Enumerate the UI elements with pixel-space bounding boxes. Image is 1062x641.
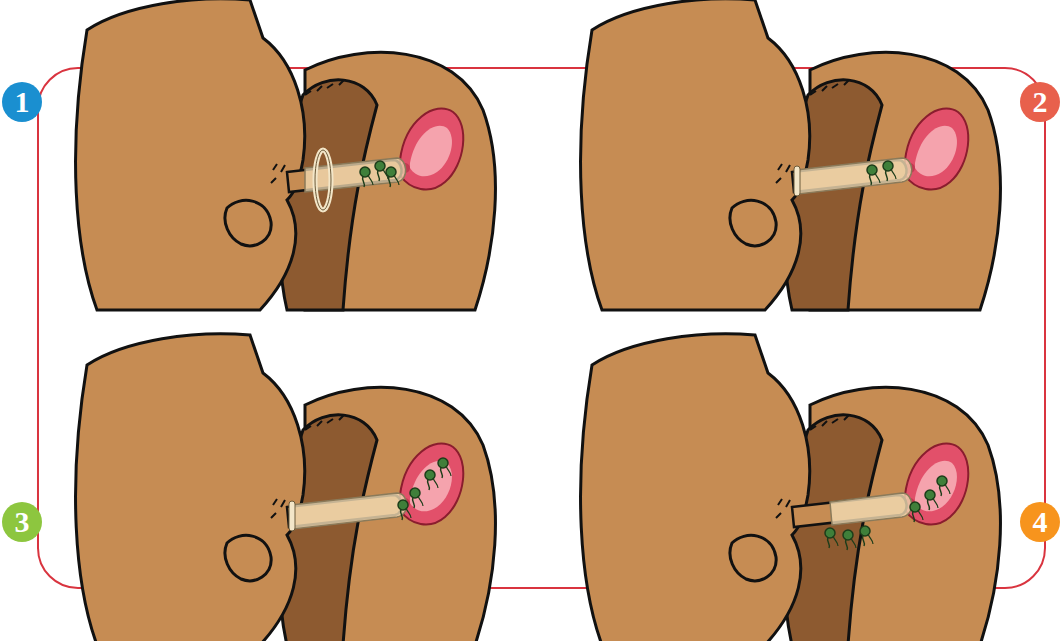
panel-scene (76, 0, 496, 310)
panel-scene (581, 0, 1001, 310)
panel-scene (581, 334, 1001, 641)
callout-number: 4 (1020, 502, 1060, 542)
callout-number: 1 (2, 82, 42, 122)
callout-number: 2 (1020, 82, 1060, 122)
callout-number: 3 (2, 502, 42, 542)
panel-scene (76, 334, 496, 641)
